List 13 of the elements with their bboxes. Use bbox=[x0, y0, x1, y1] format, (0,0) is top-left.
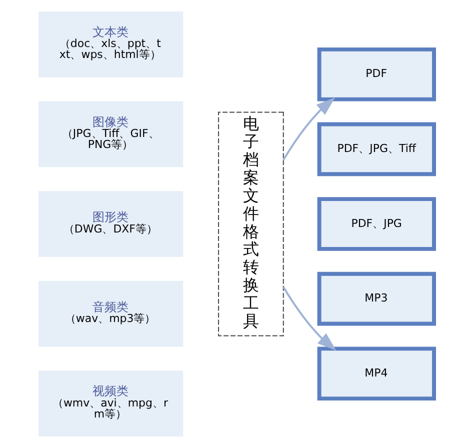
node-box: 音频类 （wav、mp3等） bbox=[38, 280, 184, 347]
node-box: MP4 bbox=[317, 346, 436, 401]
node-box: PDF bbox=[317, 47, 436, 102]
arrow bbox=[282, 286, 336, 351]
node-box: 文本类 （doc、xls、ppt、txt、wps、html等） bbox=[38, 12, 184, 78]
arrow bbox=[282, 97, 336, 160]
node-box: PDF、JPG bbox=[317, 197, 436, 251]
node-box: 图形类 （DWG、DXF等） bbox=[38, 191, 184, 257]
node-box: MP3 bbox=[317, 272, 436, 326]
node-box: PDF、JPG、Tiff bbox=[317, 122, 436, 176]
node-box: 电子档案文件格式转换工具 bbox=[218, 112, 284, 336]
node-box: 图像类 （JPG、Tiff、GIF、PNG等） bbox=[38, 101, 184, 168]
node-box: 视频类 （wmv、avi、mpg、rm等） bbox=[38, 370, 184, 436]
